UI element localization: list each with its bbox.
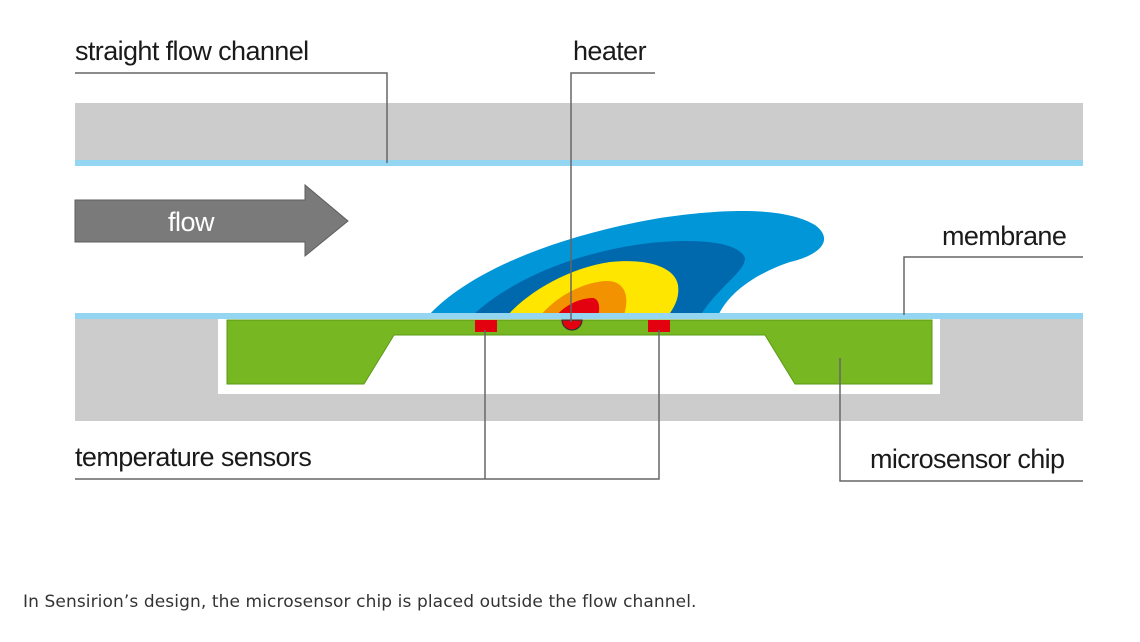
label-microsensor-chip: microsensor chip [870,444,1064,474]
channel-top-wall [75,103,1083,161]
heat-distribution [428,210,825,316]
leader-temperature-sensors [75,330,660,480]
heat-zone-orange [540,280,627,316]
temperature-sensor-downstream [648,320,670,332]
channel-top-surface [75,160,1083,166]
flow-arrow: flow [74,183,349,258]
arrow-right-icon [74,183,349,258]
label-heater: heater [573,36,647,66]
temperature-sensor-upstream [475,320,497,332]
flow-label: flow [168,207,215,237]
microsensor-chip [226,319,933,385]
leader-heater [570,72,655,322]
leader-microsensor-chip [839,358,1083,482]
heat-zone-red [556,298,600,316]
membrane-surface [75,313,1083,319]
figure-caption: In Sensirion’s design, the microsensor c… [23,592,697,612]
heater-element [561,319,583,331]
leader-membrane [903,256,1083,315]
leader-straight-flow-channel [75,72,388,163]
label-membrane: membrane [942,221,1066,251]
label-straight-flow-channel: straight flow channel [75,36,309,66]
label-temperature-sensors: temperature sensors [75,442,311,472]
